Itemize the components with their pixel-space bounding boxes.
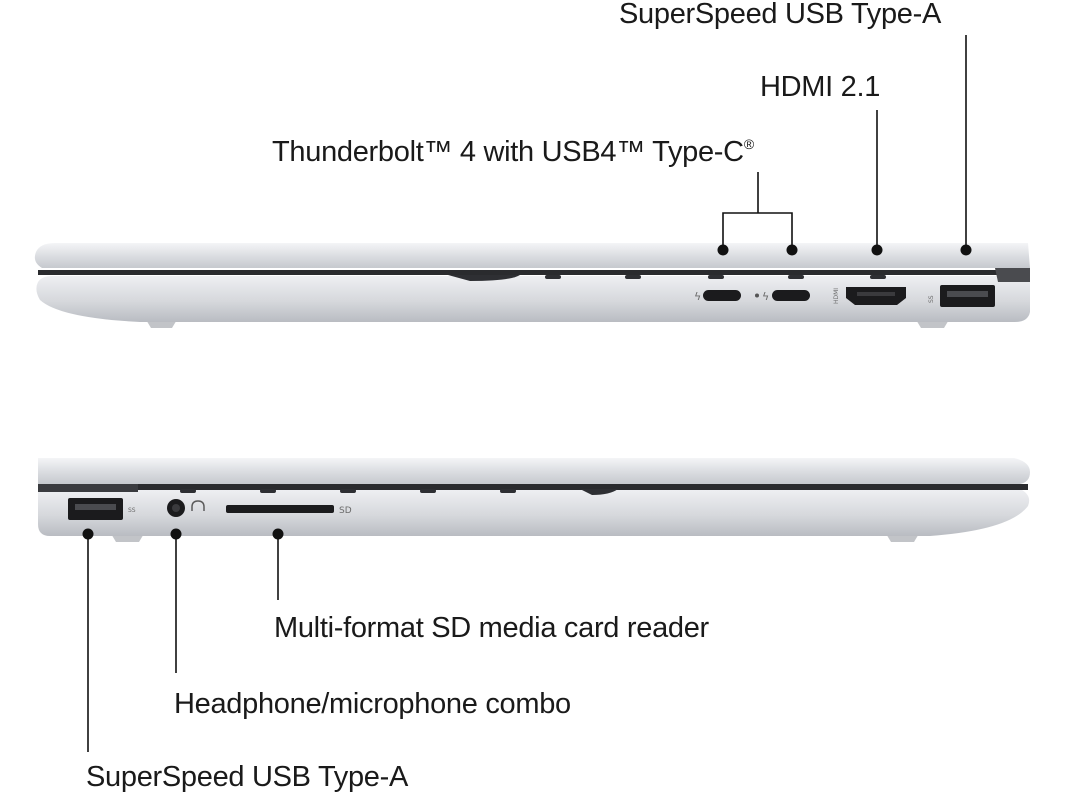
laptop-lid <box>38 458 1030 484</box>
headphone-icon <box>191 500 205 511</box>
usb-a-port-right: SS <box>928 285 995 307</box>
leader-dots <box>82 244 972 540</box>
callout-audio-combo: Headphone/microphone combo <box>174 688 571 720</box>
hdmi-marking: HDMI <box>833 288 840 304</box>
registered-mark: ® <box>743 136 754 152</box>
laptop-lid <box>34 243 1031 268</box>
sd-card-slot: SD <box>226 505 352 516</box>
leader-line-thunderbolt <box>722 172 793 249</box>
end-cap <box>995 268 1030 282</box>
callout-right-usb-a: SuperSpeed USB Type-A <box>619 0 942 30</box>
callout-thunderbolt: Thunderbolt™ 4 with USB4™ Type-C® <box>272 137 754 167</box>
sd-marking: SD <box>339 506 352 516</box>
hinge-seam <box>38 484 1028 490</box>
thunderbolt-port-2: ϟ <box>755 290 810 303</box>
callout-sd-reader: Multi-format SD media card reader <box>274 612 709 644</box>
vent-slots <box>448 275 886 281</box>
laptop-base <box>38 490 1030 536</box>
vent-slots <box>180 489 618 495</box>
leader-lines <box>87 35 967 752</box>
usb-a-port-left: SS <box>68 498 136 520</box>
callout-hdmi: HDMI 2.1 <box>760 71 881 103</box>
callout-thunderbolt-text: Thunderbolt™ 4 with USB4™ Type-C <box>272 136 744 168</box>
callout-left-usb-a: SuperSpeed USB Type-A <box>86 761 409 793</box>
thunderbolt-icon: ϟ <box>694 290 701 303</box>
superspeed-icon: SS <box>128 507 136 514</box>
superspeed-icon: SS <box>928 295 935 303</box>
audio-jack <box>167 499 205 517</box>
laptop-left-side: SS SD <box>38 458 1030 542</box>
thunderbolt-port-1: ϟ <box>694 290 741 303</box>
end-cap <box>38 484 138 492</box>
laptop-base <box>36 276 1030 322</box>
hinge-seam <box>38 270 1030 275</box>
hdmi-port: HDMI <box>833 287 906 305</box>
thunderbolt-icon: ϟ <box>762 290 769 303</box>
charge-indicator-icon <box>755 293 759 298</box>
laptop-right-side: ϟ ϟ HDMI SS <box>34 243 1031 328</box>
